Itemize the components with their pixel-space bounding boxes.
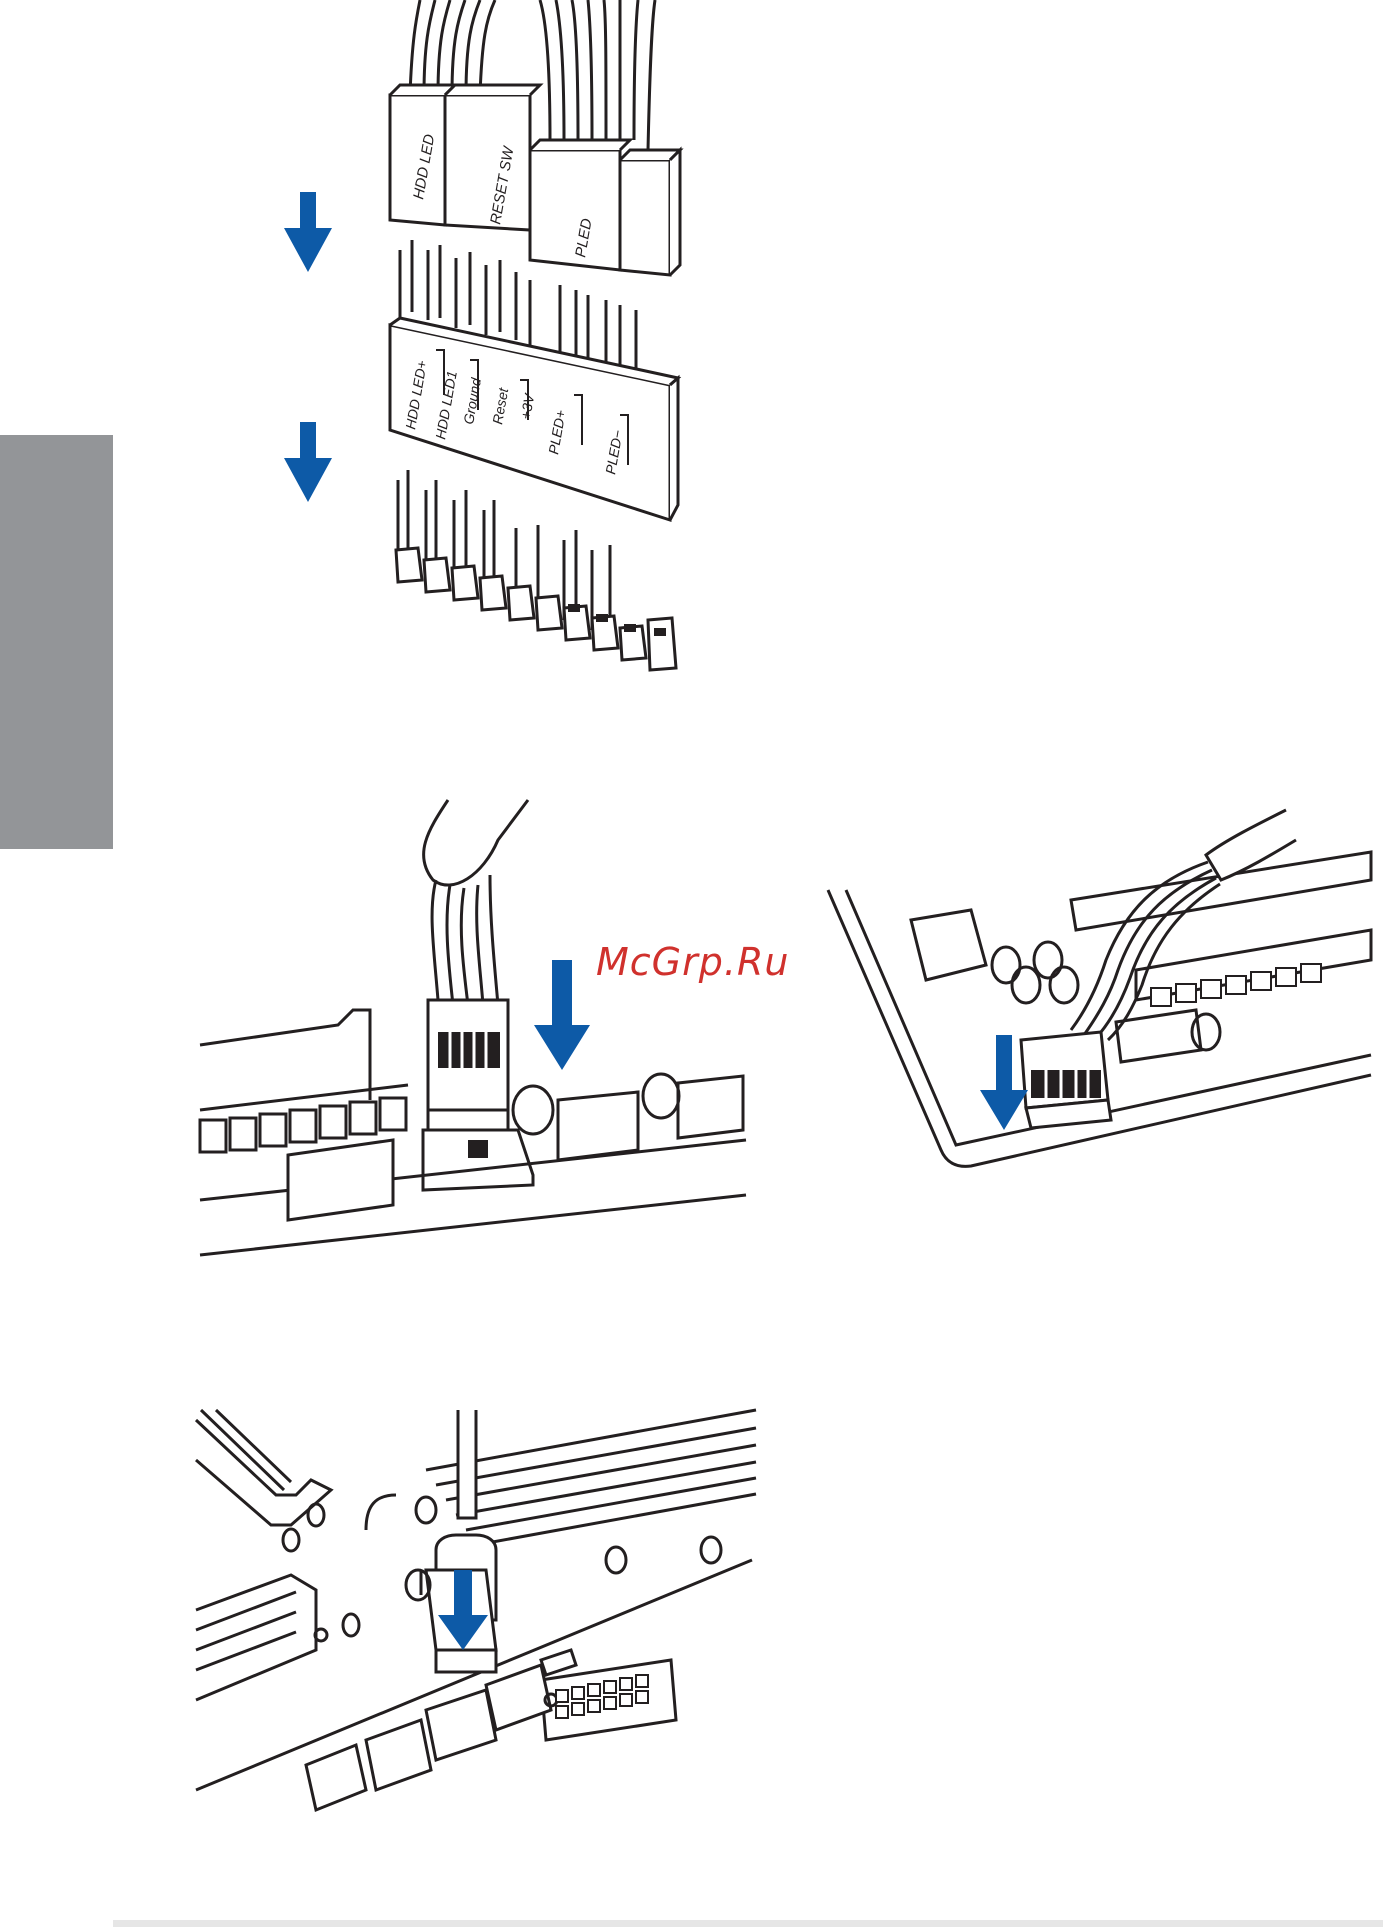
footer-rule <box>113 1920 1383 1927</box>
watermark: McGrp.Ru <box>596 940 806 990</box>
usb-connector-figure-bottom <box>196 1410 758 1810</box>
chapter-side-tab <box>0 435 113 849</box>
front-panel-connector-figure: HDD LED RESET SW PLED HDD LED+ HDD LED1 … <box>320 0 740 690</box>
usb-header-figure-left <box>198 800 758 1270</box>
down-arrow-icon <box>534 960 590 1070</box>
down-arrow-icon <box>284 192 332 272</box>
down-arrow-icon <box>284 422 332 502</box>
usb-header-figure-right <box>826 800 1382 1180</box>
